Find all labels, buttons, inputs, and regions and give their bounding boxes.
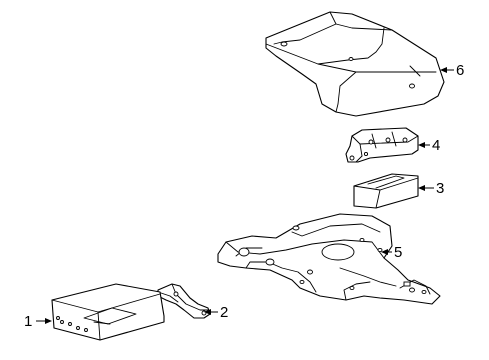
leader-arrow [418, 185, 425, 191]
callout-label: 4 [432, 137, 440, 154]
callout-label: 5 [394, 244, 402, 261]
leader-arrow [418, 142, 425, 148]
leader-arrow [45, 318, 52, 324]
callout-label: 6 [456, 62, 464, 79]
callout-label: 3 [436, 180, 444, 197]
callout-label: 1 [24, 313, 32, 330]
callout-2: 2 [204, 304, 228, 321]
callout-1: 1 [24, 313, 52, 330]
callout-3: 3 [418, 180, 444, 197]
box-module [353, 173, 419, 209]
callout-5: 5 [381, 244, 402, 261]
leader-arrow [204, 309, 211, 315]
cover-panel [265, 11, 445, 117]
leader-arrow [381, 249, 388, 255]
leader-arrow [440, 67, 447, 73]
mounting-bracket [345, 127, 419, 163]
support-frame [217, 213, 441, 305]
callout-6: 6 [440, 62, 464, 79]
callout-4: 4 [418, 137, 440, 154]
callout-label: 2 [220, 304, 228, 321]
bracket [157, 283, 211, 319]
control-module [51, 283, 165, 341]
